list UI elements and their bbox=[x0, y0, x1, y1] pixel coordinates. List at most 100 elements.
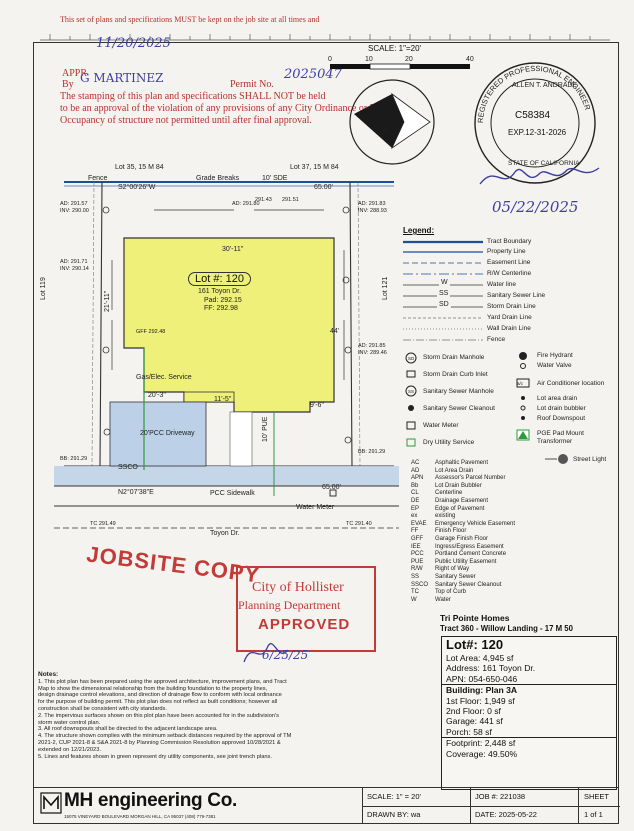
permit-number-handwritten: 2025047 bbox=[284, 67, 342, 82]
seal-name: ALLEN T. ANDRADE bbox=[512, 82, 578, 89]
legend-pge-transformer: PGE Pad Mount Transformer bbox=[537, 430, 584, 445]
distance-bottom: 65.00' bbox=[322, 484, 341, 491]
title-block-drawn-by: DRAWN BY: wa bbox=[367, 810, 421, 819]
legend-line-swatches bbox=[403, 240, 483, 341]
legend-storm-line: Storm Drain Line bbox=[487, 303, 536, 310]
legend-lot-drain-bubbler: Lot drain bubbler bbox=[537, 405, 586, 412]
city-stamp-signature bbox=[243, 643, 289, 663]
legend-ssmh-code: SS bbox=[408, 389, 415, 394]
seal-state: STATE OF CALIFORNIA bbox=[508, 160, 580, 167]
company-logo-icon bbox=[40, 792, 62, 814]
legend-street-light: Street Light bbox=[573, 456, 607, 463]
gas-electric-service: Gas/Elec. Service bbox=[136, 374, 192, 381]
legend-yard-drain: Yard Drain Line bbox=[487, 314, 532, 321]
sidewalk-label: PCC Sidewalk bbox=[210, 490, 255, 497]
note-line: 5. Lines and features shown in green rep… bbox=[38, 753, 272, 760]
legend-wall-drain: Wall Drain Line bbox=[487, 325, 531, 332]
scale-tick-20: 20 bbox=[405, 56, 413, 63]
city-approval-stamp bbox=[236, 566, 376, 652]
dim-right-2: 9'-6" bbox=[310, 402, 324, 409]
legend-water-line: Water line bbox=[487, 281, 517, 288]
fence-label-top: Fence bbox=[88, 175, 108, 182]
dim-left: 21'-11" bbox=[104, 290, 111, 312]
legend-dry-utility: Dry Utility Service bbox=[423, 439, 475, 446]
elev-label-15: 291.51 bbox=[282, 197, 299, 203]
scale-tick-40: 40 bbox=[466, 56, 474, 63]
legend-ss-manhole: Sanitary Sewer Manhole bbox=[423, 388, 494, 395]
note-line: 2021-2, CUP 2021-8 & S&A 2021-8 by Plann… bbox=[38, 739, 281, 746]
legend-water-meter: Water Meter bbox=[423, 422, 459, 429]
legend-roof-downspout: Roof Downspout bbox=[537, 415, 586, 422]
dim-top: 30'-11" bbox=[222, 246, 244, 253]
received-label: APPR bbox=[62, 68, 88, 79]
driveway-label: 20'PCC Driveway bbox=[140, 430, 195, 437]
legend-tract-boundary: Tract Boundary bbox=[487, 238, 532, 245]
ruler-band bbox=[40, 34, 610, 41]
stamp-line-2: The stamping of this plan and specificat… bbox=[60, 91, 326, 102]
lot-info-apn: APN: 054-650-046 bbox=[442, 674, 616, 686]
legend-ss-cleanout: Sanitary Sewer Cleanout bbox=[423, 405, 495, 412]
lot-info-coverage: Coverage: 49.50% bbox=[446, 748, 518, 759]
engineer-seal: REGISTERED PROFESSIONAL ENGINEER bbox=[474, 62, 596, 184]
legend-water-valve: Water Valve bbox=[537, 362, 572, 369]
elev-label-6: AD: 291.83 bbox=[358, 201, 386, 207]
title-block-job-number: JOB #: 221038 bbox=[475, 792, 526, 801]
legend-ac-location: Air Conditioner location bbox=[537, 380, 605, 387]
seal-license-number: C58384 bbox=[515, 110, 551, 121]
signature-date: 05/22/2025 bbox=[492, 198, 579, 216]
notes-title: Notes: bbox=[38, 671, 59, 678]
legend-panel: Legend: W SS SD Tract Boundary Property … bbox=[403, 226, 613, 636]
legend-fence: Fence bbox=[487, 336, 506, 343]
engineer-signature bbox=[479, 167, 600, 185]
reviewer-handwritten: G MARTINEZ bbox=[80, 71, 164, 85]
lot-number-label: Lot #: 120 bbox=[188, 272, 251, 286]
legend-code-storm: SD bbox=[437, 301, 451, 309]
note-line: 1. This plot plan has been prepared usin… bbox=[38, 678, 287, 685]
title-block-sheet-number: 1 of 1 bbox=[584, 810, 603, 819]
legend-ac-code: a/c bbox=[517, 381, 524, 386]
elev-label-7: INV: 288.93 bbox=[358, 208, 387, 214]
distance-top: 65.00' bbox=[314, 184, 333, 191]
dim-mid: 20'-3" bbox=[148, 392, 166, 399]
legend-easement-line: Easement Line bbox=[487, 259, 531, 266]
stamp-line-1: This set of plans and specifications MUS… bbox=[60, 15, 320, 24]
elev-label-5: AD: 291.80 bbox=[232, 201, 260, 207]
legend-lot-area-drain: Lot area drain bbox=[537, 395, 578, 402]
by-label: By bbox=[62, 79, 74, 90]
dim-right: 44' bbox=[330, 328, 340, 335]
note-line: design drainage control elevations, and … bbox=[38, 692, 282, 699]
scale-bar-label: SCALE: 1"=20' bbox=[368, 44, 422, 53]
elev-label-14: 291.43 bbox=[255, 197, 272, 203]
bearing-bottom: N2°07'38"E bbox=[118, 489, 154, 496]
legend-code-sewer: SS bbox=[437, 290, 451, 298]
city-stamp-line-1: City of Hollister bbox=[252, 580, 344, 595]
scale-tick-0: 0 bbox=[328, 56, 332, 63]
stamp-date-handwritten: 11/20/2025 bbox=[96, 36, 171, 51]
lot-35-label: Lot 35, 15 M 84 bbox=[115, 164, 164, 171]
legend-rw-centerline: R/W Centerline bbox=[487, 270, 532, 277]
lot-info-second-floor: 2nd Floor: 0 sf bbox=[446, 706, 501, 717]
scale-bar bbox=[330, 63, 470, 70]
elev-label-1: AD: 291.57 bbox=[60, 201, 88, 207]
title-block: MH engineering Co. 15075 VINEYARD BOULEV… bbox=[34, 787, 620, 824]
lot-info-footprint: Footprint: 2,448 sf bbox=[446, 738, 516, 749]
house-address-label: 161 Toyon Dr. bbox=[198, 288, 242, 295]
elev-label-4: INV: 290.14 bbox=[60, 266, 89, 272]
company-address: 15075 VINEYARD BOULEVARD MORGAN HILL, CA… bbox=[64, 814, 216, 819]
bearing-top: S2°00'26"W bbox=[118, 184, 156, 191]
note-line: 2. The impervious surfaces shown on this… bbox=[38, 712, 279, 719]
north-label: N bbox=[383, 127, 388, 133]
lot-119-label: Lot 119 bbox=[40, 277, 47, 300]
pue-label: 10' PUE bbox=[262, 416, 269, 442]
pad-elevation: Pad: 292.15 bbox=[204, 297, 242, 304]
grade-breaks-label: Grade Breaks bbox=[196, 175, 240, 182]
legend-sd-manhole: Storm Drain Manhole bbox=[423, 354, 485, 361]
title-block-sheet-label: SHEET bbox=[584, 792, 610, 801]
legend-right-symbols bbox=[516, 352, 530, 441]
note-line: 4. The structure shown complies with the… bbox=[38, 733, 292, 740]
general-notes: Notes: 1. This plot plan has been prepar… bbox=[38, 671, 436, 760]
lot-121-label: Lot 121 bbox=[382, 276, 389, 300]
elev-label-3: AD: 291.71 bbox=[60, 259, 88, 265]
street-name-label: Toyon Dr. bbox=[210, 530, 240, 537]
